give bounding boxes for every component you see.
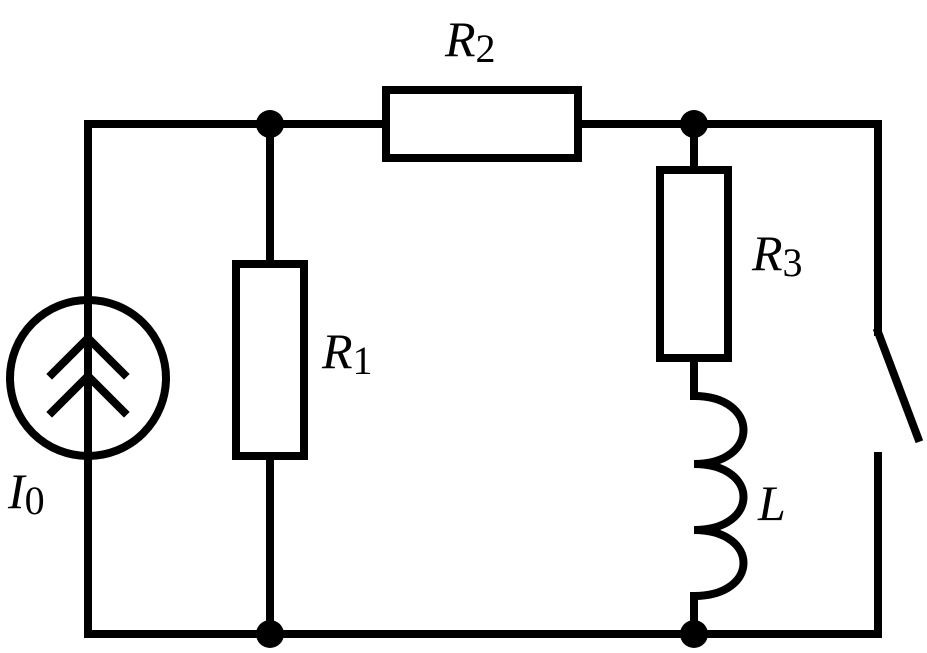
- junction-top-right: [680, 110, 708, 138]
- label-r1: R1: [321, 323, 373, 383]
- label-r2: R2: [444, 11, 496, 71]
- label-r2-sub: 2: [476, 26, 496, 71]
- wires: [84, 120, 882, 638]
- label-i0-sub: 0: [25, 478, 45, 523]
- junction-top-left: [256, 110, 284, 138]
- label-r2-main: R: [444, 11, 476, 67]
- current-source-icon: [6, 296, 170, 460]
- junction-bottom-left: [256, 620, 284, 648]
- label-r3: R3: [751, 225, 803, 285]
- resistor-r1-icon: [232, 260, 308, 460]
- label-l: L: [757, 475, 786, 531]
- label-r1-sub: 1: [353, 338, 373, 383]
- switch-icon: [872, 326, 924, 444]
- label-r3-sub: 3: [783, 240, 803, 285]
- label-r3-main: R: [751, 225, 783, 281]
- junctions: [256, 110, 708, 648]
- resistor-r2-icon: [382, 86, 582, 162]
- label-i0-main: I: [7, 463, 27, 519]
- label-l-main: L: [757, 475, 786, 531]
- label-r1-main: R: [321, 323, 353, 379]
- junction-bottom-right: [680, 620, 708, 648]
- label-i0: I0: [7, 463, 45, 523]
- inductor-icon: [689, 391, 748, 601]
- resistor-r3-icon: [656, 166, 732, 362]
